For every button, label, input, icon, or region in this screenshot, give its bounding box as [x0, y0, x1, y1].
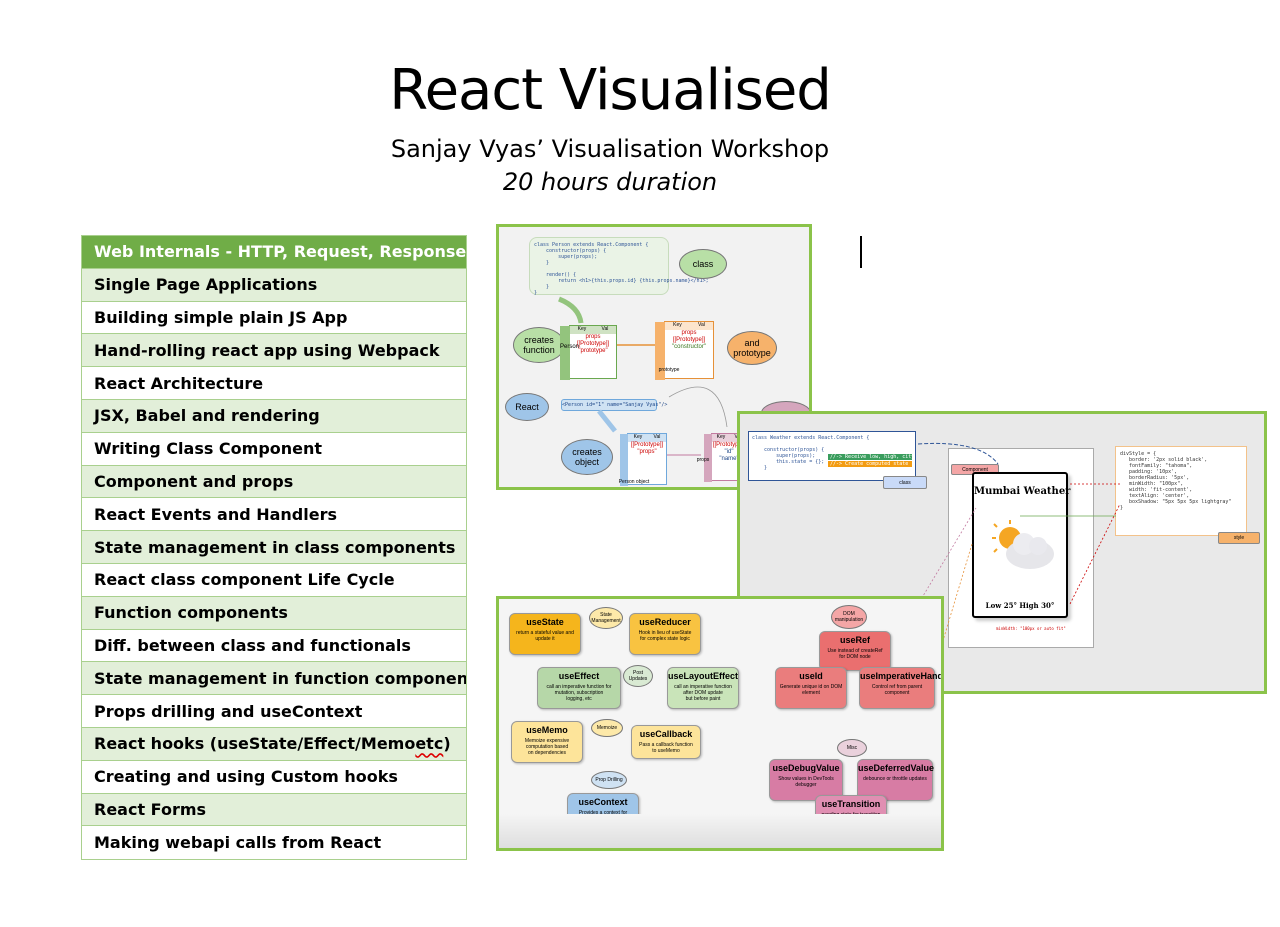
prototype-label: prototype	[658, 367, 680, 373]
cloud-dom-manipulation: DOM manipulation	[831, 605, 867, 629]
topic-row: React class component Life Cycle	[82, 563, 466, 597]
sun-cloud-icon	[992, 520, 1054, 569]
topic-row: Making webapi calls from React	[82, 826, 466, 860]
hook-name: useState	[526, 617, 564, 627]
cloud-class: class	[679, 249, 727, 279]
style-code-box: divStyle = { border: '2px solid black', …	[1115, 446, 1247, 536]
hook-name: useDebugValue	[772, 763, 840, 773]
page-title: React Visualised	[389, 58, 832, 123]
topic-row: React Events and Handlers	[82, 498, 466, 532]
tag-class: class	[883, 476, 927, 489]
hook-description: Pass a callback function to useMemo	[639, 742, 693, 754]
topic-row: Writing Class Component	[82, 432, 466, 466]
cloud-memoize: Memoize	[591, 719, 623, 737]
hook-usedeferredvalue: useDeferredValue debounce or throttle upd…	[857, 759, 935, 801]
hook-description: debounce or throttle updates	[863, 776, 927, 782]
tag-style: style	[1218, 532, 1260, 544]
topic-row: Single Page Applications	[82, 268, 466, 302]
page-subtitle: Sanjay Vyas’ Visualisation Workshop	[390, 135, 830, 163]
hook-description: Control ref from parent component	[871, 684, 923, 696]
person-label: Person	[560, 344, 580, 350]
hook-name: useCallback	[639, 729, 693, 739]
jsx-call-box: <Person id="1" name="Sanjay Vyas"/>	[561, 399, 667, 411]
react-hooks-diagram: useState return a stateful value and upda…	[496, 596, 944, 851]
hook-usestate: useState return a stateful value and upda…	[509, 613, 581, 655]
topic-row: Function components	[82, 596, 466, 630]
hook-name: useImperativeHandle	[860, 671, 944, 681]
diagram-arrows	[558, 296, 728, 456]
cloud-creates-object: creates object	[561, 439, 613, 475]
topic-row: React hooks (useState/Effect/Memo etc)	[82, 727, 466, 761]
hook-name: useRef	[839, 635, 870, 645]
weather-card: Mumbai Weather Low 25° High 30°	[972, 472, 1071, 618]
hook-name: useDeferredValue	[858, 763, 935, 773]
topic-row: Diff. between class and functionals	[82, 629, 466, 663]
hook-description: Memoize expensive computation based on d…	[524, 738, 570, 756]
topic-row: Props drilling and useContext	[82, 695, 466, 728]
cloud-creates-function: creates function	[513, 327, 565, 363]
topic-row: Component and props	[82, 465, 466, 499]
min-width-note: minWidth: "100px or auto fit"	[996, 626, 1066, 631]
topic-row: State management in class components	[82, 531, 466, 564]
cloud-react: React	[505, 393, 549, 421]
hook-name: useContext	[578, 797, 628, 807]
hook-description: call an imperative function after DOM up…	[674, 684, 732, 702]
hook-description: Generate unique id on DOM element	[779, 684, 843, 696]
hook-description: call an imperative function for mutation…	[546, 684, 612, 702]
cloud-prop-drilling: Prop Drilling	[591, 771, 627, 789]
topic-row: Creating and using Custom hooks	[82, 760, 466, 794]
hook-description: Hook in lieu of useState for complex sta…	[638, 630, 692, 642]
text-cursor	[860, 236, 862, 268]
topic-row: State management in function component	[82, 662, 466, 696]
hook-description: Use instead of createRef for DOM node	[827, 648, 883, 660]
topic-row: JSX, Babel and rendering	[82, 399, 466, 433]
hook-name: useTransition	[821, 799, 881, 809]
cloud-post-updates: Post Updates	[623, 665, 653, 687]
person-object-label: Person object	[618, 479, 650, 485]
hook-uselayouteffect: useLayoutEffect call an imperative functi…	[667, 667, 739, 709]
cloud-and-prototype: and prototype	[727, 331, 777, 365]
hook-description: return a stateful value and update it	[516, 630, 574, 642]
weather-card-title: Mumbai Weather	[974, 486, 1071, 497]
hint-compute: //-> Create computed state	[828, 461, 912, 467]
cloud-misc: Misc	[837, 739, 867, 757]
weather-component-diagram: class Weather extends React.Component { …	[737, 411, 1267, 694]
weather-card-footer: Low 25° High 30°	[985, 601, 1055, 610]
topic-row: React Forms	[82, 793, 466, 827]
topic-row: React Architecture	[82, 367, 466, 400]
topic-row: Hand-rolling react app using Webpack	[82, 334, 466, 368]
hook-name: useId	[799, 671, 823, 681]
hook-description: Show values in DevTools debugger	[778, 776, 834, 788]
spellcheck-underline: etc	[415, 734, 444, 754]
hint-receive: //-> Receive low, high, city	[828, 454, 915, 460]
hook-name: useLayoutEffect	[668, 671, 739, 681]
hook-useeffect: useEffect call an imperative function for…	[537, 667, 621, 709]
hook-name: useMemo	[526, 725, 568, 735]
hook-name: useReducer	[639, 617, 691, 627]
props-label: props	[696, 457, 710, 463]
topic-row: Building simple plain JS App	[82, 301, 466, 335]
floor-shadow	[499, 814, 941, 848]
topic-header-row: Web Internals - HTTP, Request, Response	[82, 236, 466, 269]
workshop-duration: 20 hours duration	[502, 168, 718, 196]
cloud-state-management: State Management	[589, 607, 623, 629]
hook-name: useEffect	[558, 671, 600, 681]
